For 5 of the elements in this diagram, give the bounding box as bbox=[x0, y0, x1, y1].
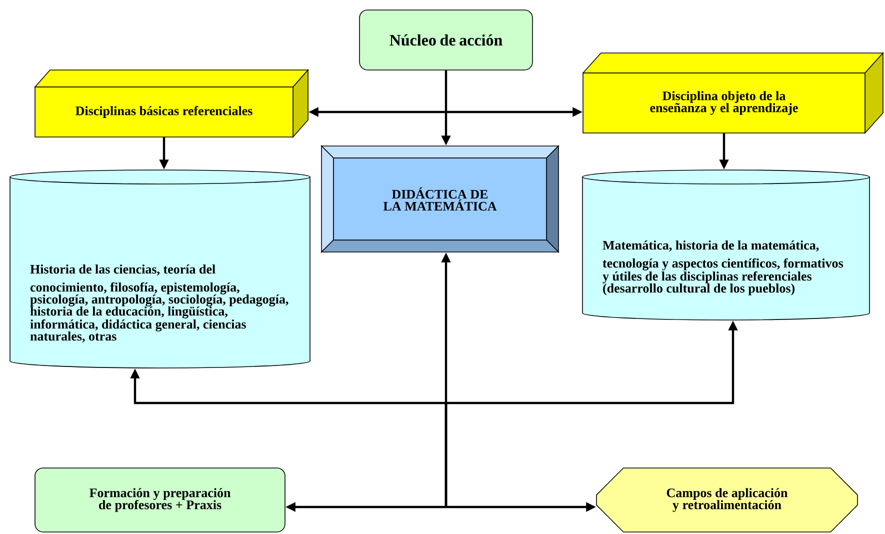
process-box: Núcleo de acción bbox=[359, 10, 533, 70]
cylinder: Matemática, historia de la matemática, tecnología y aspectos científicos, formativos y útiles de las disciplinas referenciales (desarrollo cultural de los pueblos) bbox=[582, 170, 870, 320]
octagon-box: Campos de aplicación y retroalimentación bbox=[596, 468, 858, 532]
process-box: Formación y preparación de profesores + Praxis bbox=[34, 468, 286, 532]
cylinder: Historia de las ciencias, teoría del conocimiento, filosofía, epistemología, psicología, antropología, sociología, pedagogía, historia de la educación, lingüística, informática, didáctica general, ciencias naturales, otras bbox=[10, 170, 310, 368]
